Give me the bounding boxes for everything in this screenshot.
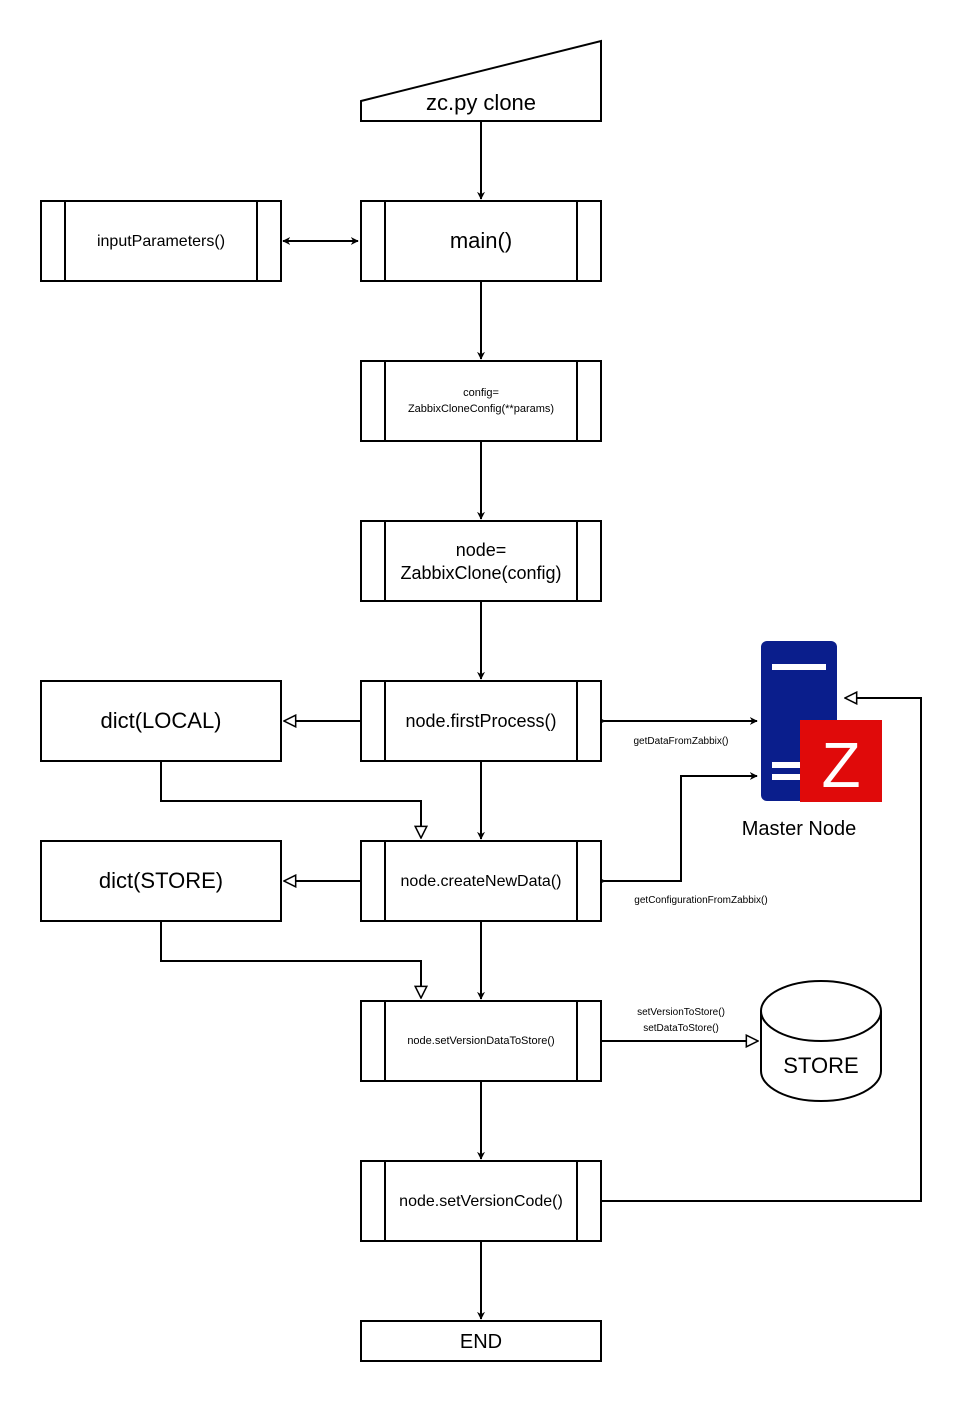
node-init-label-line2: ZabbixClone(config) xyxy=(400,563,561,583)
edge-dict-local-to-create-new-data xyxy=(160,761,421,838)
config-process: config= ZabbixCloneConfig(**params) xyxy=(360,360,602,442)
set-version-data-to-store-process: node.setVersionDataToStore() xyxy=(360,1000,602,1082)
edge-labels: getDataFromZabbix() getConfigurationFrom… xyxy=(633,736,767,1034)
edge-create-new-data-master-node xyxy=(604,776,757,881)
start-node: zc.py clone xyxy=(360,39,602,122)
end-label: END xyxy=(460,1331,502,1353)
dict-store-label: dict(STORE) xyxy=(99,868,223,893)
config-label-line1: config= xyxy=(463,387,499,399)
main-label: main() xyxy=(450,228,512,253)
master-node: Z Master Node xyxy=(742,641,882,840)
end-node: END xyxy=(360,1320,602,1362)
node-init-label-line1: node= xyxy=(456,540,507,560)
first-process: node.firstProcess() xyxy=(360,680,602,762)
node-init-process: node= ZabbixClone(config) xyxy=(360,520,602,602)
master-node-label: Master Node xyxy=(742,818,857,840)
dict-store: dict(STORE) xyxy=(40,840,282,922)
start-label: zc.py clone xyxy=(426,90,536,115)
store-database-label: STORE xyxy=(783,1053,858,1078)
input-parameters-process: inputParameters() xyxy=(40,200,282,282)
edge-label-get-configuration: getConfigurationFromZabbix() xyxy=(634,895,767,906)
store-database: STORE xyxy=(760,980,882,1102)
create-new-data-label: node.createNewData() xyxy=(401,873,562,890)
input-parameters-label: inputParameters() xyxy=(97,233,225,250)
edge-label-get-data: getDataFromZabbix() xyxy=(633,736,728,747)
zabbix-logo-icon: Z xyxy=(800,720,882,802)
set-version-code-label: node.setVersionCode() xyxy=(399,1193,563,1210)
edge-set-version-code-to-master-node xyxy=(601,698,922,1202)
edge-label-set-data-to-store: setDataToStore() xyxy=(643,1023,719,1034)
edge-label-set-version-to-store: setVersionToStore() xyxy=(637,1007,725,1018)
edges xyxy=(160,121,922,1320)
create-new-data-process: node.createNewData() xyxy=(360,840,602,922)
config-label-line2: ZabbixCloneConfig(**params) xyxy=(408,403,554,415)
zabbix-logo-letter: Z xyxy=(821,729,860,801)
dict-local-label: dict(LOCAL) xyxy=(100,708,221,733)
main-process: main() xyxy=(360,200,602,282)
set-version-data-to-store-label: node.setVersionDataToStore() xyxy=(407,1035,554,1047)
first-process-label: node.firstProcess() xyxy=(405,711,556,731)
dict-local: dict(LOCAL) xyxy=(40,680,282,762)
set-version-code-process: node.setVersionCode() xyxy=(360,1160,602,1242)
edge-dict-store-to-set-version-data xyxy=(160,921,421,998)
